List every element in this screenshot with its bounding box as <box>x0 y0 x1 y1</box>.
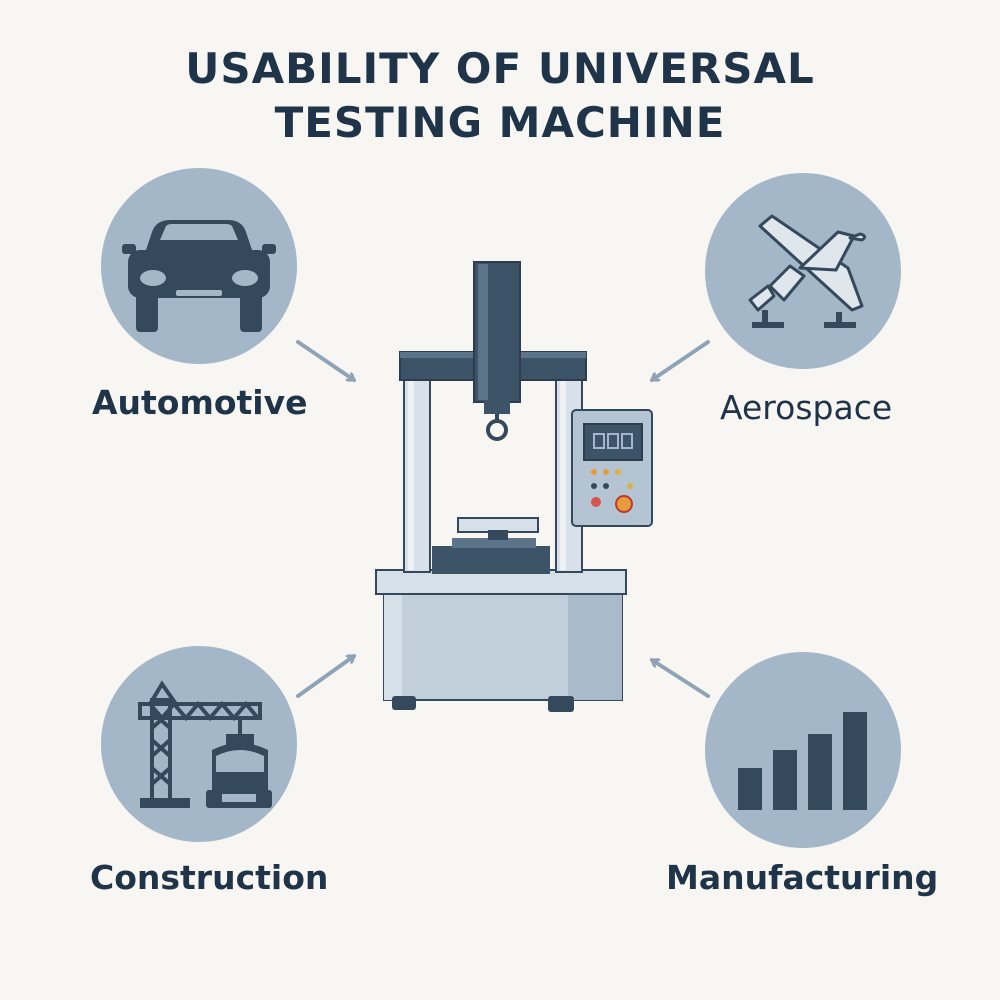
arrow-automotive <box>296 340 354 382</box>
automotive-icon-group <box>101 168 297 364</box>
label-aerospace: Aerospace <box>720 388 893 427</box>
arrow-aerospace <box>652 340 710 382</box>
arrow-manufacturing <box>652 658 710 698</box>
page-title: USABILITY OF UNIVERSAL TESTING MACHINE <box>0 42 1000 150</box>
label-automotive: Automotive <box>92 383 308 422</box>
construction-icon-group <box>101 646 297 842</box>
arrow-construction <box>296 654 354 698</box>
bar-chart-icon <box>738 712 867 810</box>
car-icon <box>122 220 276 332</box>
label-manufacturing: Manufacturing <box>666 858 939 897</box>
aerospace-icon-group <box>705 173 901 369</box>
title-line-2: TESTING MACHINE <box>274 98 726 147</box>
title-line-1: USABILITY OF UNIVERSAL <box>185 44 815 93</box>
label-construction: Construction <box>90 858 329 897</box>
manufacturing-icon-group <box>705 652 901 848</box>
airplane-icon <box>748 214 867 312</box>
universal-testing-machine <box>375 261 653 712</box>
